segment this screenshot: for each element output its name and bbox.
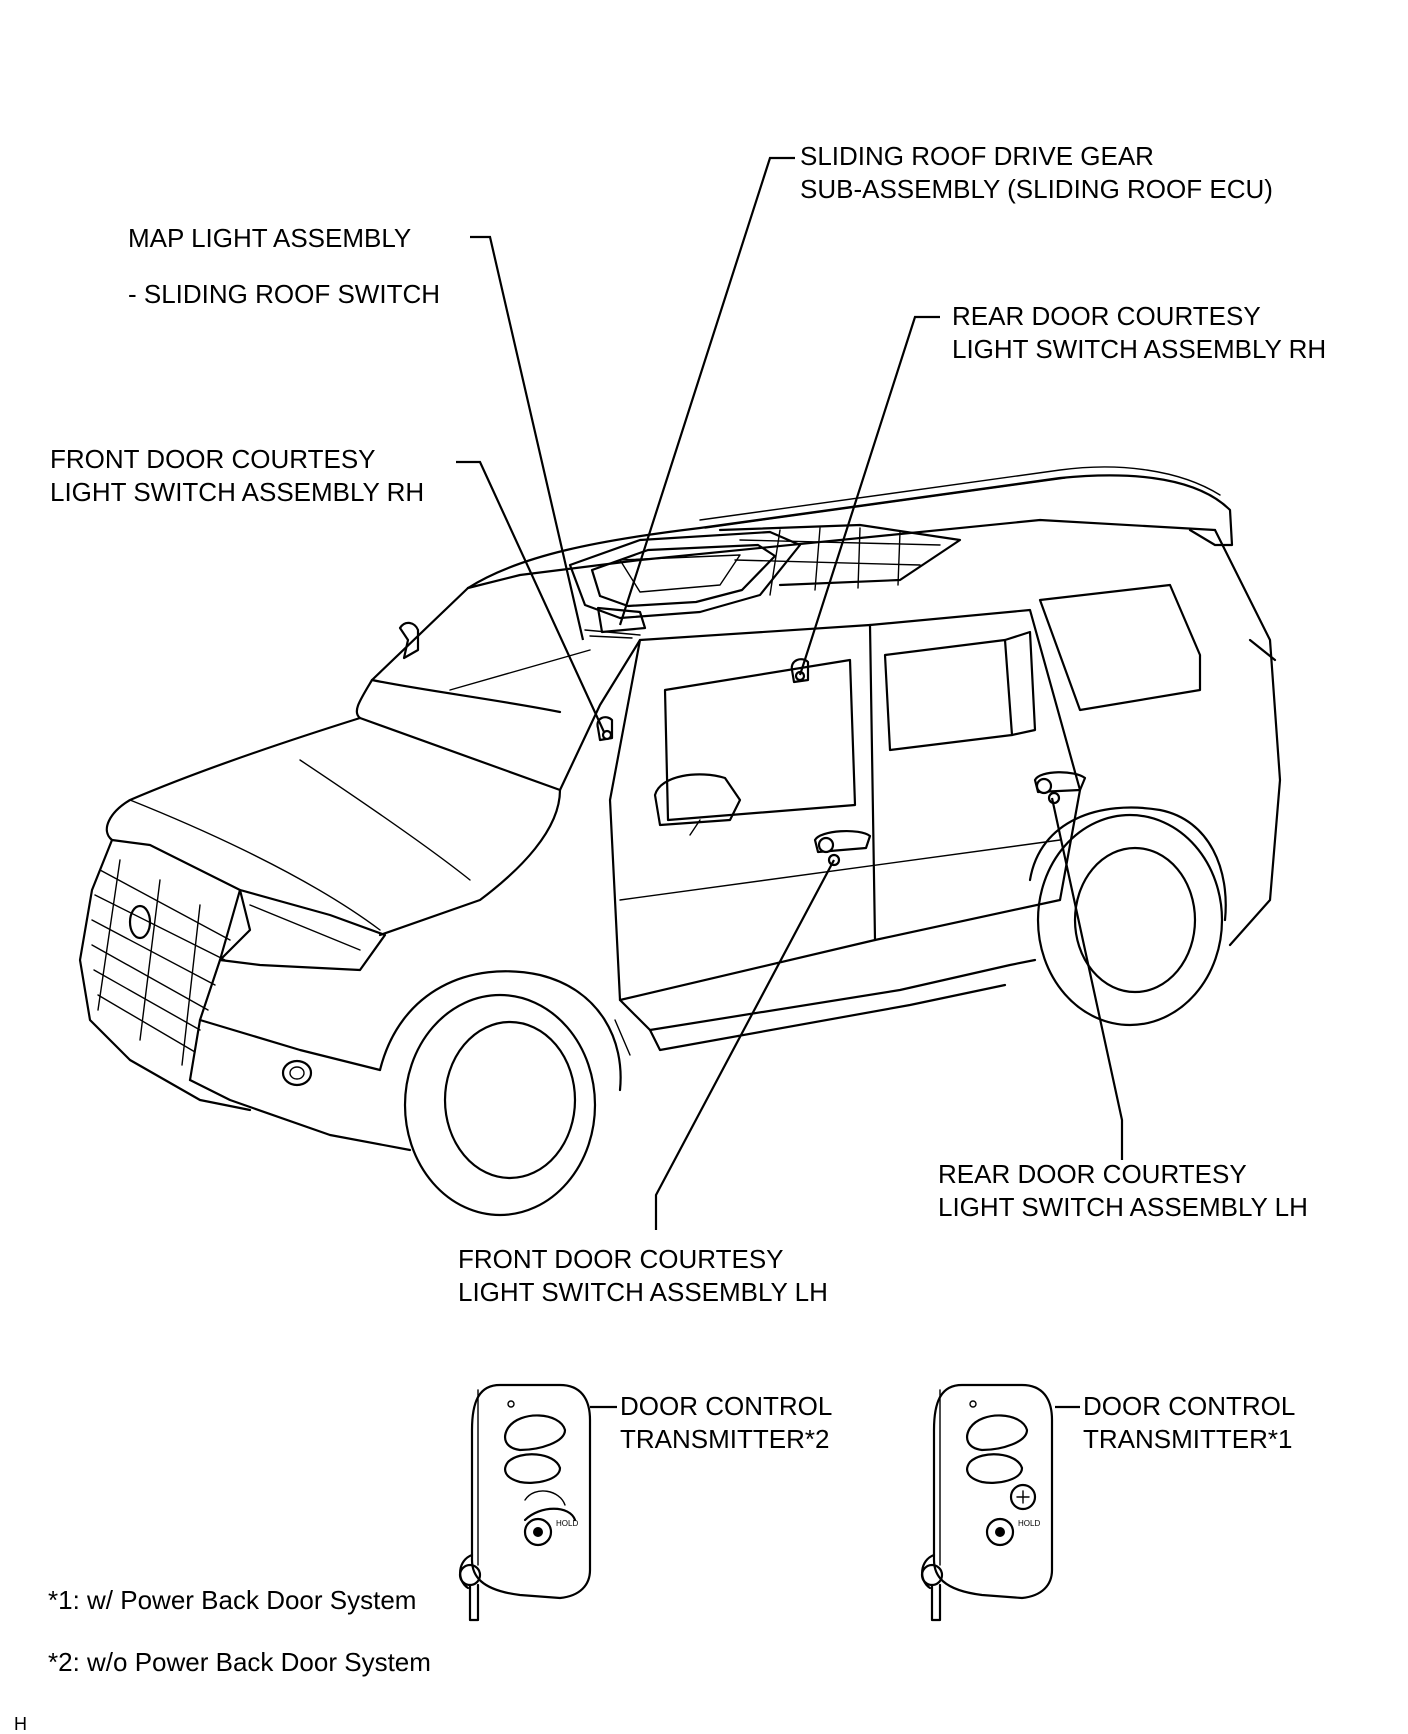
leader-lines	[456, 156, 1124, 1409]
key-hold-text-2: HOLD	[1018, 1519, 1040, 1528]
label-front-door-lh-line1: FRONT DOOR COURTESY	[458, 1244, 784, 1274]
label-transmitter-1-line1: DOOR CONTROL	[1083, 1391, 1296, 1421]
figure-code: H	[14, 1714, 27, 1734]
footnote-1: *1: w/ Power Back Door System	[48, 1585, 417, 1615]
transmitter-1-illustration	[920, 1383, 1054, 1622]
vehicle-body	[78, 466, 1282, 1217]
label-front-door-lh-line2: LIGHT SWITCH ASSEMBLY LH	[458, 1277, 828, 1307]
transmitter-2-illustration	[458, 1383, 592, 1622]
label-rear-door-rh-line2: LIGHT SWITCH ASSEMBLY RH	[952, 334, 1327, 364]
label-sliding-roof-switch: - SLIDING ROOF SWITCH	[128, 279, 440, 309]
label-transmitter-2-line1: DOOR CONTROL	[620, 1391, 833, 1421]
label-front-door-rh-line1: FRONT DOOR COURTESY	[50, 444, 376, 474]
footnote-2: *2: w/o Power Back Door System	[48, 1647, 431, 1677]
label-transmitter-1-line2: TRANSMITTER*1	[1083, 1424, 1293, 1454]
label-rear-door-rh-line1: REAR DOOR COURTESY	[952, 301, 1261, 331]
sunroof-assembly	[568, 523, 962, 742]
label-front-door-rh-line2: LIGHT SWITCH ASSEMBLY RH	[50, 477, 425, 507]
label-transmitter-2-line2: TRANSMITTER*2	[620, 1424, 830, 1454]
label-sliding-roof-drive-gear-line1: SLIDING ROOF DRIVE GEAR	[800, 141, 1154, 171]
key-hold-text-1: HOLD	[556, 1519, 578, 1528]
label-sliding-roof-drive-gear-line2: SUB-ASSEMBLY (SLIDING ROOF ECU)	[800, 174, 1273, 204]
label-rear-door-lh-line2: LIGHT SWITCH ASSEMBLY LH	[938, 1192, 1308, 1222]
label-map-light-assembly: MAP LIGHT ASSEMBLY	[128, 223, 412, 253]
label-rear-door-lh-line1: REAR DOOR COURTESY	[938, 1159, 1247, 1189]
